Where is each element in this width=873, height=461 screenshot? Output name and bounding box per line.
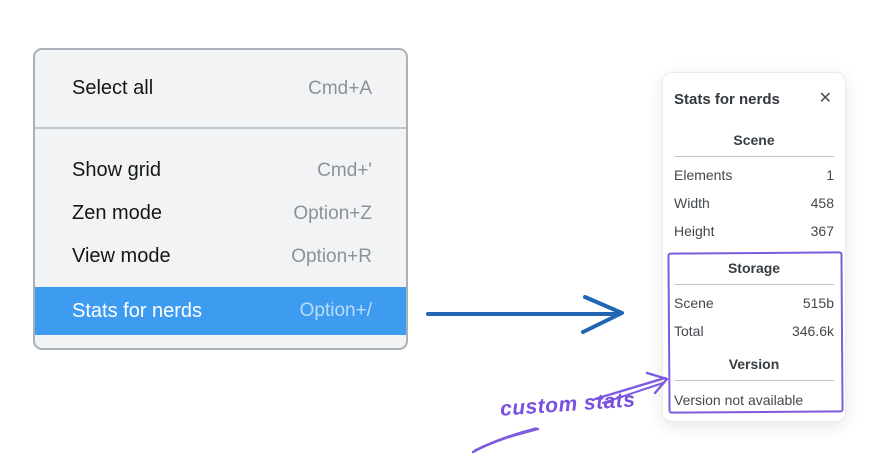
menu-item-select-all[interactable]: Select all Cmd+A: [35, 67, 406, 110]
menu-item-label: Stats for nerds: [72, 299, 203, 322]
menu-item-stats-for-nerds[interactable]: Stats for nerds Option+/: [35, 287, 406, 335]
flow-arrow-icon: [426, 295, 624, 334]
menu-item-view-mode[interactable]: View mode Option+R: [35, 235, 406, 278]
section-divider: [674, 156, 834, 157]
stat-value: 367: [810, 223, 834, 239]
section-heading-scene: Scene: [733, 132, 775, 148]
menu-item-shortcut: Option+Z: [293, 202, 372, 224]
stat-value: 1: [826, 167, 834, 183]
stats-panel-title: Stats for nerds: [674, 90, 780, 108]
version-note: Version not available: [674, 392, 804, 408]
menu-item-shortcut: Cmd+': [317, 159, 372, 181]
menu-item-shortcut: Option+R: [291, 245, 372, 267]
stat-row-scene-size: Scene 515b: [674, 289, 834, 317]
annotation-arrow-icon: [471, 371, 669, 454]
stat-label: Scene: [674, 295, 714, 311]
menu-item-zen-mode[interactable]: Zen mode Option+Z: [35, 192, 406, 235]
close-icon[interactable]: ✕: [818, 90, 832, 107]
stat-row-elements: Elements 1: [674, 161, 834, 189]
menu-item-show-grid[interactable]: Show grid Cmd+': [35, 149, 406, 192]
stat-row-total-size: Total 346.6k: [674, 317, 834, 345]
menu-item-label: Show grid: [72, 159, 161, 181]
menu-item-shortcut: Cmd+A: [308, 77, 372, 99]
menu-group: Show grid Cmd+' Zen mode Option+Z View m…: [35, 149, 406, 335]
menu-item-label: View mode: [72, 245, 171, 267]
scene-rows: Elements 1 Width 458 Height 367: [674, 161, 834, 245]
section-divider: [674, 380, 834, 381]
menu-item-shortcut: Option+/: [299, 300, 372, 321]
section-heading-version: Version: [728, 356, 780, 372]
menu-item-label: Select all: [72, 77, 154, 99]
stat-label: Height: [674, 223, 715, 239]
section-heading-storage: Storage: [727, 260, 781, 276]
stat-value: 346.6k: [791, 323, 834, 339]
section-divider: [674, 284, 834, 285]
stat-row-width: Width 458: [674, 189, 834, 217]
stat-label: Width: [674, 195, 710, 211]
stats-panel-header: Stats for nerds ✕: [674, 86, 834, 112]
context-menu: Select all Cmd+A Show grid Cmd+' Zen mod…: [33, 48, 408, 350]
stats-panel: Stats for nerds ✕ Scene Elements 1 Width…: [662, 72, 846, 422]
stat-row-height: Height 367: [674, 217, 834, 245]
stat-value: 515b: [802, 295, 834, 311]
stat-value: 458: [810, 195, 834, 211]
menu-item-label: Zen mode: [72, 202, 163, 224]
menu-divider: [35, 127, 406, 129]
storage-rows: Scene 515b Total 346.6k: [674, 289, 834, 345]
stat-label: Total: [674, 323, 704, 339]
stat-label: Elements: [674, 167, 733, 183]
